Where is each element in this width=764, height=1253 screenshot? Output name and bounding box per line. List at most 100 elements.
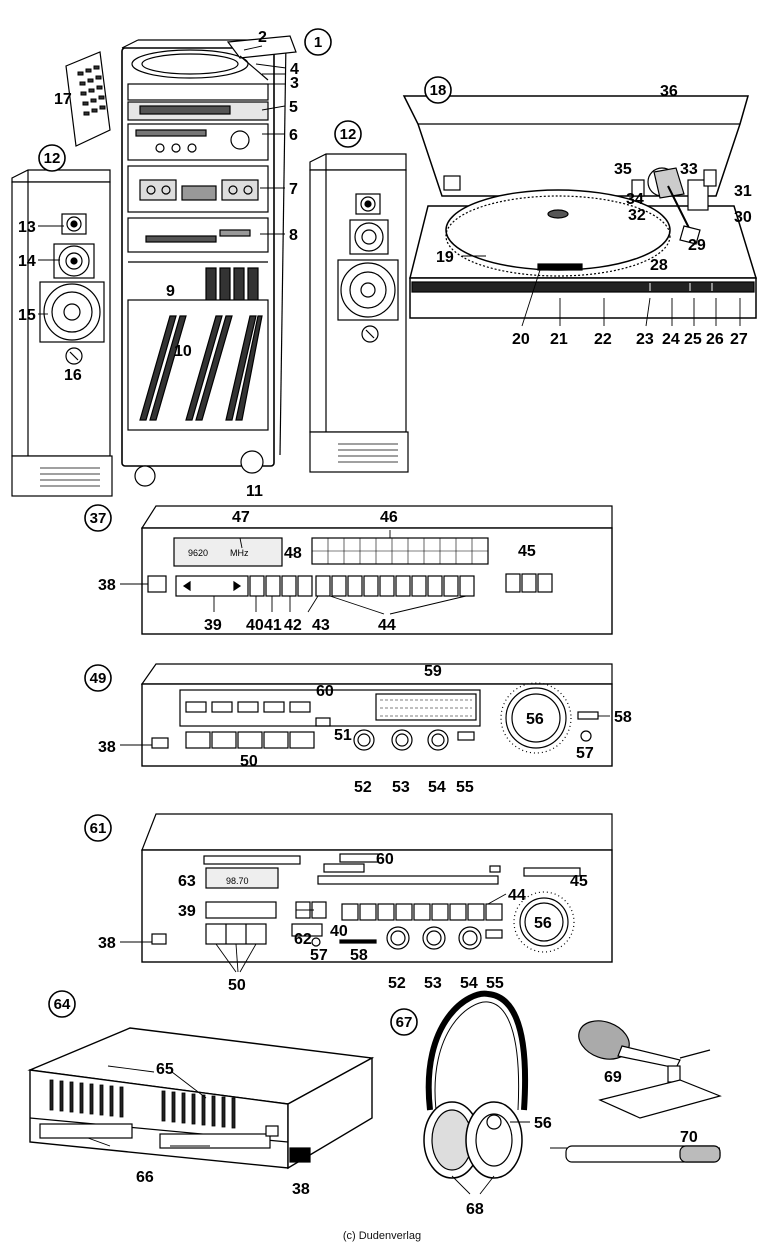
label-23: 23 [636,331,654,348]
credit-line: (c) Dudenverlag [342,1230,422,1242]
amp-label-56: 56 [526,711,544,728]
headphones [423,990,528,1179]
label-6: 6 [289,127,298,144]
rec-label-56: 56 [534,915,552,932]
label-10: 10 [174,343,192,360]
rec-label-63: 63 [178,873,196,890]
tuner-label-42: 42 [284,617,302,634]
label-7: 7 [289,181,298,198]
tuner-unit: MHz [230,548,249,558]
mic-label-69: 69 [604,1069,622,1086]
leader-lines [38,45,741,1195]
rec-label-52: 52 [388,975,406,992]
figure-circles [38,28,452,1036]
label-13: 13 [18,219,36,236]
tuner-freq: 9620 [188,548,208,558]
fig-61: 61 [90,820,107,837]
label-33: 33 [680,161,698,178]
label-3: 3 [290,75,299,92]
amp-label-52: 52 [354,779,372,796]
fig-49: 49 [90,670,107,687]
label-11: 11 [246,483,263,500]
label-16: 16 [64,367,82,384]
tuner [140,505,613,635]
rec-label-54: 54 [460,975,478,992]
part-numbers: 2 3 4 5 6 7 8 9 10 11 13 14 15 16 17 19 … [18,29,752,1218]
hifi-rack [121,35,297,487]
amp-label-55: 55 [456,779,474,796]
tuner-label-46: 46 [380,509,398,526]
label-20: 20 [512,331,530,348]
fig-18: 18 [430,82,447,99]
turntable [402,95,758,319]
label-26: 26 [706,331,724,348]
tuner-label-44: 44 [378,617,396,634]
label-27: 27 [730,331,748,348]
label-35: 35 [614,161,632,178]
mic-label-70: 70 [680,1129,698,1146]
label-4: 4 [290,61,299,78]
hp-label-68: 68 [466,1201,484,1218]
right-speaker [309,153,409,473]
rec-label-58: 58 [350,947,368,964]
label-28: 28 [650,257,668,274]
figure-numbers: 1 12 12 18 37 49 61 64 67 [44,34,447,1031]
rec-label-50: 50 [228,977,246,994]
rec-label-53: 53 [424,975,442,992]
receiver [141,813,613,963]
amp-label-59: 59 [424,663,442,680]
label-21: 21 [550,331,568,348]
fig-64: 64 [54,996,71,1013]
label-31: 31 [734,183,752,200]
amp-label-57: 57 [576,745,594,762]
amp-label-38: 38 [98,739,116,756]
label-22: 22 [594,331,612,348]
microphone [578,1020,722,1119]
label-17: 17 [54,91,72,108]
rec-label-39: 39 [178,903,196,920]
eq-label-65: 65 [156,1061,174,1078]
hp-label-56: 56 [534,1115,552,1132]
rec-label-60: 60 [376,851,394,868]
rod-microphone [550,1145,721,1163]
label-30: 30 [734,209,752,226]
fig-12-right: 12 [340,126,357,143]
eq-label-66: 66 [136,1169,154,1186]
label-5: 5 [289,99,298,116]
label-15: 15 [18,307,36,324]
left-speaker [11,169,113,497]
tuner-label-39: 39 [204,617,222,634]
tuner-label-48: 48 [284,545,302,562]
amp-label-51: 51 [334,727,352,744]
receiver-freq: 98.70 [226,876,249,886]
label-2: 2 [258,29,267,46]
fig-67: 67 [396,1014,413,1031]
rec-label-45: 45 [570,873,588,890]
equalizer [27,1027,375,1170]
amp-label-60: 60 [316,683,334,700]
label-36: 36 [660,83,678,100]
amp-label-50: 50 [240,753,258,770]
tuner-label-38: 38 [98,577,116,594]
label-32: 32 [628,207,646,224]
label-25: 25 [684,331,702,348]
extra-leaders [215,893,507,973]
rec-label-40: 40 [330,923,348,940]
label-9: 9 [166,283,175,300]
tuner-label-47: 47 [232,509,250,526]
fig-1: 1 [314,34,322,51]
tuner-label-45: 45 [518,543,536,560]
fig-12-left: 12 [44,150,61,167]
label-34: 34 [626,191,644,208]
rec-label-62: 62 [294,931,312,948]
tuner-label-41: 41 [264,617,282,634]
remote-control [65,51,111,147]
rec-label-55: 55 [486,975,504,992]
eq-label-38: 38 [292,1181,310,1198]
label-14: 14 [18,253,36,270]
fig-37: 37 [90,510,107,527]
label-19: 19 [436,249,454,266]
label-29: 29 [688,237,706,254]
amp-label-53: 53 [392,779,410,796]
